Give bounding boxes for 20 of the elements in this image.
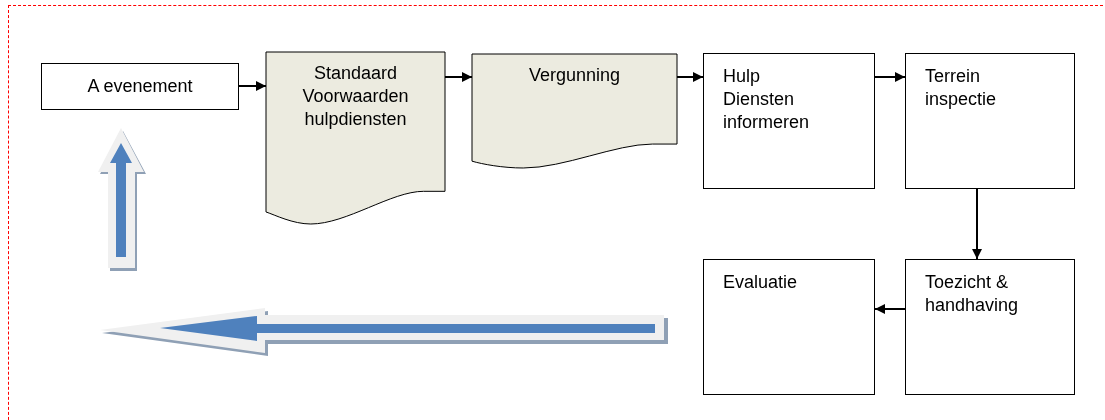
arrow [444, 72, 473, 82]
arrow [972, 188, 982, 260]
node-label: Vergunning [528, 64, 621, 87]
process-box [905, 53, 1075, 189]
process-box [703, 259, 875, 395]
document-shape [266, 52, 445, 224]
arrow [874, 72, 906, 82]
process-box [41, 63, 239, 110]
document-shape [472, 54, 677, 168]
arrow [676, 72, 704, 82]
node-label: Hulp Diensten informeren [723, 65, 811, 134]
node-label: Terrein inspectie [925, 65, 998, 111]
process-box [703, 53, 875, 189]
arrow [874, 304, 906, 314]
arrow [238, 81, 267, 91]
node-label: A evenement [87, 75, 193, 98]
node-label: Evaluatie [723, 271, 798, 294]
node-label: Standaard Voorwaarden hulpdiensten [301, 62, 410, 131]
node-label: Toezicht & handhaving [925, 271, 1020, 317]
process-box [905, 259, 1075, 395]
